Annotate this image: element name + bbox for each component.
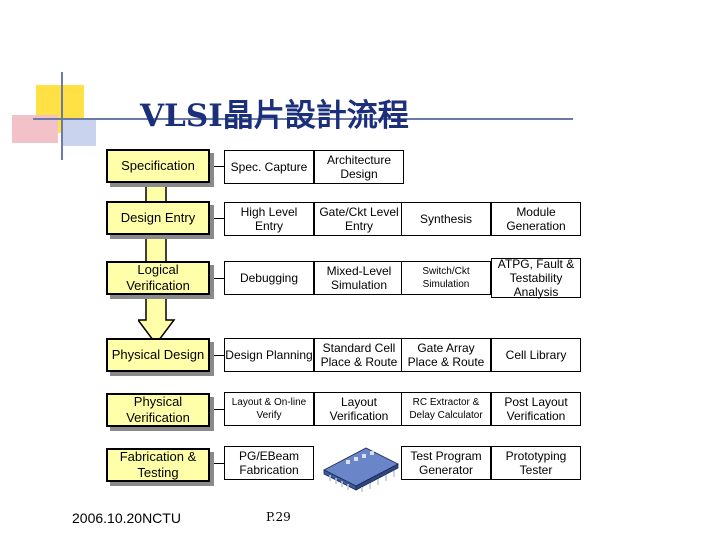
stage-physical-design: Physical Design xyxy=(106,338,210,372)
cell-atpg-fault-testability: ATPG, Fault & Testability Analysis xyxy=(491,257,581,299)
decor-vertical-line xyxy=(61,72,63,160)
cell-synthesis: Synthesis xyxy=(401,202,491,236)
stage-physical-verification: Physical Verification xyxy=(106,393,210,427)
cell-test-program-generator: Test Program Generator xyxy=(401,446,491,480)
cell-post-layout-verification: Post Layout Verification xyxy=(491,392,581,426)
cell-spec-capture: Spec. Capture xyxy=(224,150,314,184)
cell-switch-ckt-simulation: Switch/Ckt Simulation xyxy=(401,261,491,295)
page-number: P.29 xyxy=(266,510,291,524)
connector xyxy=(210,463,224,464)
cell-gate-ckt-level-entry: Gate/Ckt Level Entry xyxy=(314,202,404,236)
decor-blue-square xyxy=(62,118,96,146)
cell-debugging: Debugging xyxy=(224,261,314,295)
cell-rc-extractor-delay-calculator: RC Extractor & Delay Calculator xyxy=(401,392,491,426)
cell-high-level-entry: High Level Entry xyxy=(224,202,314,236)
decor-horizontal-line xyxy=(33,118,573,120)
cell-architecture-design: Architecture Design xyxy=(314,150,404,184)
cell-layout-verification: Layout Verification xyxy=(314,392,404,426)
ic-chip-icon xyxy=(323,447,399,492)
stage-specification: Specification xyxy=(106,149,210,183)
connector xyxy=(210,355,224,356)
stage-design-entry: Design Entry xyxy=(106,201,210,235)
cell-layout-online-verify: Layout & On-line Verify xyxy=(224,392,314,426)
stage-fabrication-testing: Fabrication & Testing xyxy=(106,448,210,482)
cell-module-generation: Module Generation xyxy=(491,202,581,236)
cell-design-planning: Design Planning xyxy=(224,338,314,372)
connector xyxy=(210,166,224,167)
stage-logical-verification: Logical Verification xyxy=(106,261,210,295)
connector xyxy=(210,218,224,219)
footer-date: 2006.10.20NCTU xyxy=(72,510,181,526)
cell-cell-library: Cell Library xyxy=(491,338,581,372)
cell-prototyping-tester: Prototyping Tester xyxy=(491,446,581,480)
cell-gate-array-place-route: Gate Array Place & Route xyxy=(401,338,491,372)
cell-standard-cell-place-route: Standard Cell Place & Route xyxy=(314,338,404,372)
cell-mixed-level-simulation: Mixed-Level Simulation xyxy=(314,261,404,295)
connector xyxy=(210,278,224,279)
cell-pg-ebeam-fabrication: PG/EBeam Fabrication xyxy=(224,446,314,480)
connector xyxy=(210,409,224,410)
slide-title: VLSI晶片設計流程 xyxy=(140,98,409,134)
